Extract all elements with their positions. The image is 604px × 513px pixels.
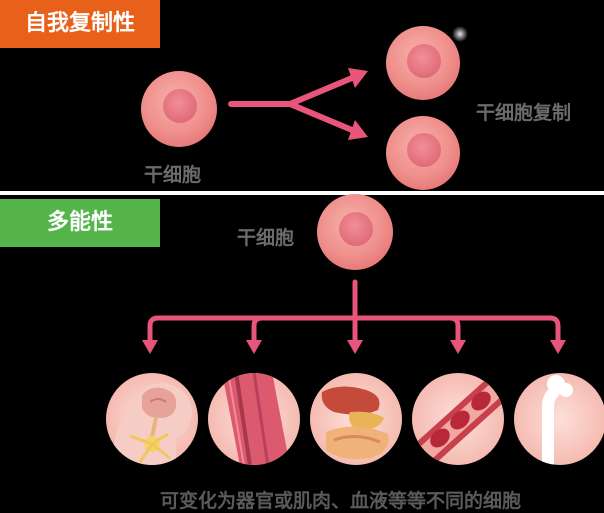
arrow-head-up bbox=[348, 68, 368, 88]
blood-vessel-icon bbox=[412, 373, 504, 465]
muscle-fiber-icon bbox=[208, 373, 300, 465]
arrow-head-3 bbox=[347, 340, 363, 354]
daughter-cell-top bbox=[386, 26, 468, 100]
brain-neuron-icon bbox=[106, 373, 198, 465]
branch-arrows bbox=[147, 279, 561, 345]
section-divider bbox=[0, 191, 604, 195]
digestive-organs-icon bbox=[310, 373, 402, 465]
bone-icon bbox=[514, 373, 604, 465]
self-renewal-panel: 自我复制性 干细胞 干细胞复制 bbox=[0, 0, 604, 191]
arrow-head-5 bbox=[550, 340, 566, 354]
arrow-head-down bbox=[348, 120, 368, 140]
self-renewal-tag: 自我复制性 bbox=[0, 0, 160, 48]
pluripotency-tag: 多能性 bbox=[0, 199, 160, 247]
stem-cell-label-bottom: 干细胞 bbox=[237, 227, 295, 249]
arrow-head-4 bbox=[450, 340, 466, 354]
arrow-head-1 bbox=[142, 340, 158, 354]
stem-cell-bottom bbox=[317, 194, 393, 270]
pluripotency-panel: 多能性 bbox=[0, 195, 604, 509]
daughter-cell-bottom bbox=[386, 116, 460, 190]
arrow-head-2 bbox=[246, 340, 262, 354]
stem-cell-top bbox=[141, 71, 217, 147]
split-arrow bbox=[228, 75, 355, 133]
stem-cell-label: 干细胞 bbox=[144, 164, 202, 186]
replication-label: 干细胞复制 bbox=[476, 102, 572, 124]
differentiation-caption: 可变化为器官或肌肉、血液等等不同的细胞 bbox=[160, 490, 522, 512]
